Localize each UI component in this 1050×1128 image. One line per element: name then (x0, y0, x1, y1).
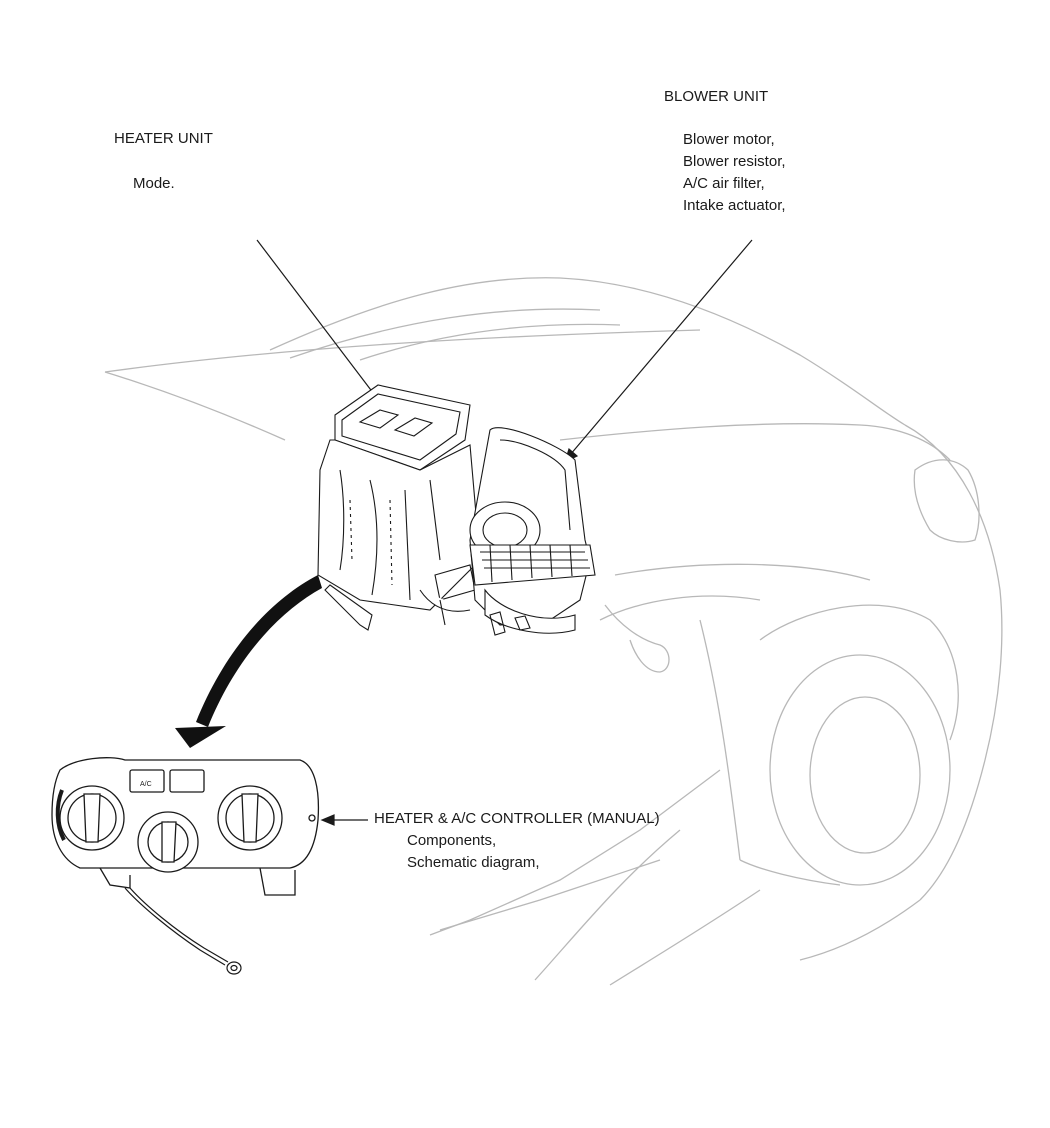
ac-button-label: A/C (140, 781, 152, 788)
controller-title: HEATER & A/C CONTROLLER (MANUAL) (374, 810, 660, 827)
heater-unit-illustration (317, 384, 481, 631)
blower-unit-item-blower-motor: Blower motor, (683, 131, 775, 148)
heater-unit-title: HEATER UNIT (114, 130, 213, 147)
controller-illustration: A/C (51, 757, 320, 896)
blower-unit-title: BLOWER UNIT (664, 88, 769, 105)
blower-unit-item-blower-resistor: Blower resistor, (683, 153, 786, 170)
heater-unit-item-mode: Mode. (133, 175, 175, 192)
blower-unit-illustration (469, 427, 596, 636)
controller-item-schematic-diagram: Schematic diagram, (407, 854, 540, 871)
blower-unit-item-ac-air-filter: A/C air filter, (683, 175, 765, 192)
controller-item-components: Components, (407, 832, 497, 849)
car-outline (104, 277, 1003, 986)
controller-cable (124, 887, 242, 975)
bold-arrow (175, 575, 322, 748)
blower-unit-item-intake-actuator: Intake actuator, (683, 197, 786, 214)
